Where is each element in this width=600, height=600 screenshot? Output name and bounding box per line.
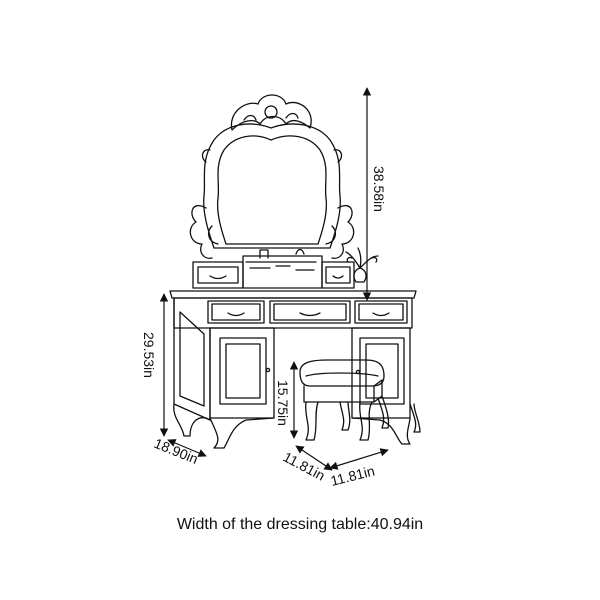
drawer-middle (269, 300, 351, 324)
mirror-outer-frame (203, 123, 341, 249)
left-door-knob (265, 367, 271, 373)
stool-depth-label: 11.81in (281, 449, 328, 484)
table-depth-arrow (167, 439, 207, 457)
mirror-crest-medallion (264, 105, 278, 119)
table-top (169, 290, 417, 299)
top-organizer (192, 247, 379, 289)
table-width-caption: Width of the dressing table:40.94in (176, 516, 424, 533)
mirror-height-label: 38.58in (371, 166, 387, 212)
stool-apron (303, 385, 375, 403)
table-height-label: 29.53in (141, 332, 157, 378)
left-pedestal (209, 327, 275, 419)
stool-cushion (299, 359, 385, 387)
organizer-right-drawer (321, 261, 355, 289)
mirror-crest (230, 94, 312, 131)
mirror-glass (216, 135, 328, 245)
stool (299, 359, 390, 441)
mirror (189, 94, 355, 259)
left-cabinet-door (219, 337, 267, 405)
organizer-middle-tray (242, 255, 323, 289)
flower-vase (353, 267, 367, 283)
organizer-left-drawer (192, 261, 244, 289)
left-legs (173, 403, 275, 449)
right-legs (351, 403, 421, 445)
flower-stems (345, 247, 379, 269)
mirror-right-carving (331, 205, 355, 259)
drawer-left (207, 300, 265, 324)
stool-height-label: 15.75in (275, 380, 291, 426)
drawer-right (354, 300, 408, 324)
stool-legs (305, 395, 390, 441)
stool-depth-arrow (295, 445, 333, 471)
table-depth-label: 18.90in (152, 435, 201, 467)
mirror-left-carving (189, 205, 213, 259)
stool-width-arrow (329, 448, 389, 470)
